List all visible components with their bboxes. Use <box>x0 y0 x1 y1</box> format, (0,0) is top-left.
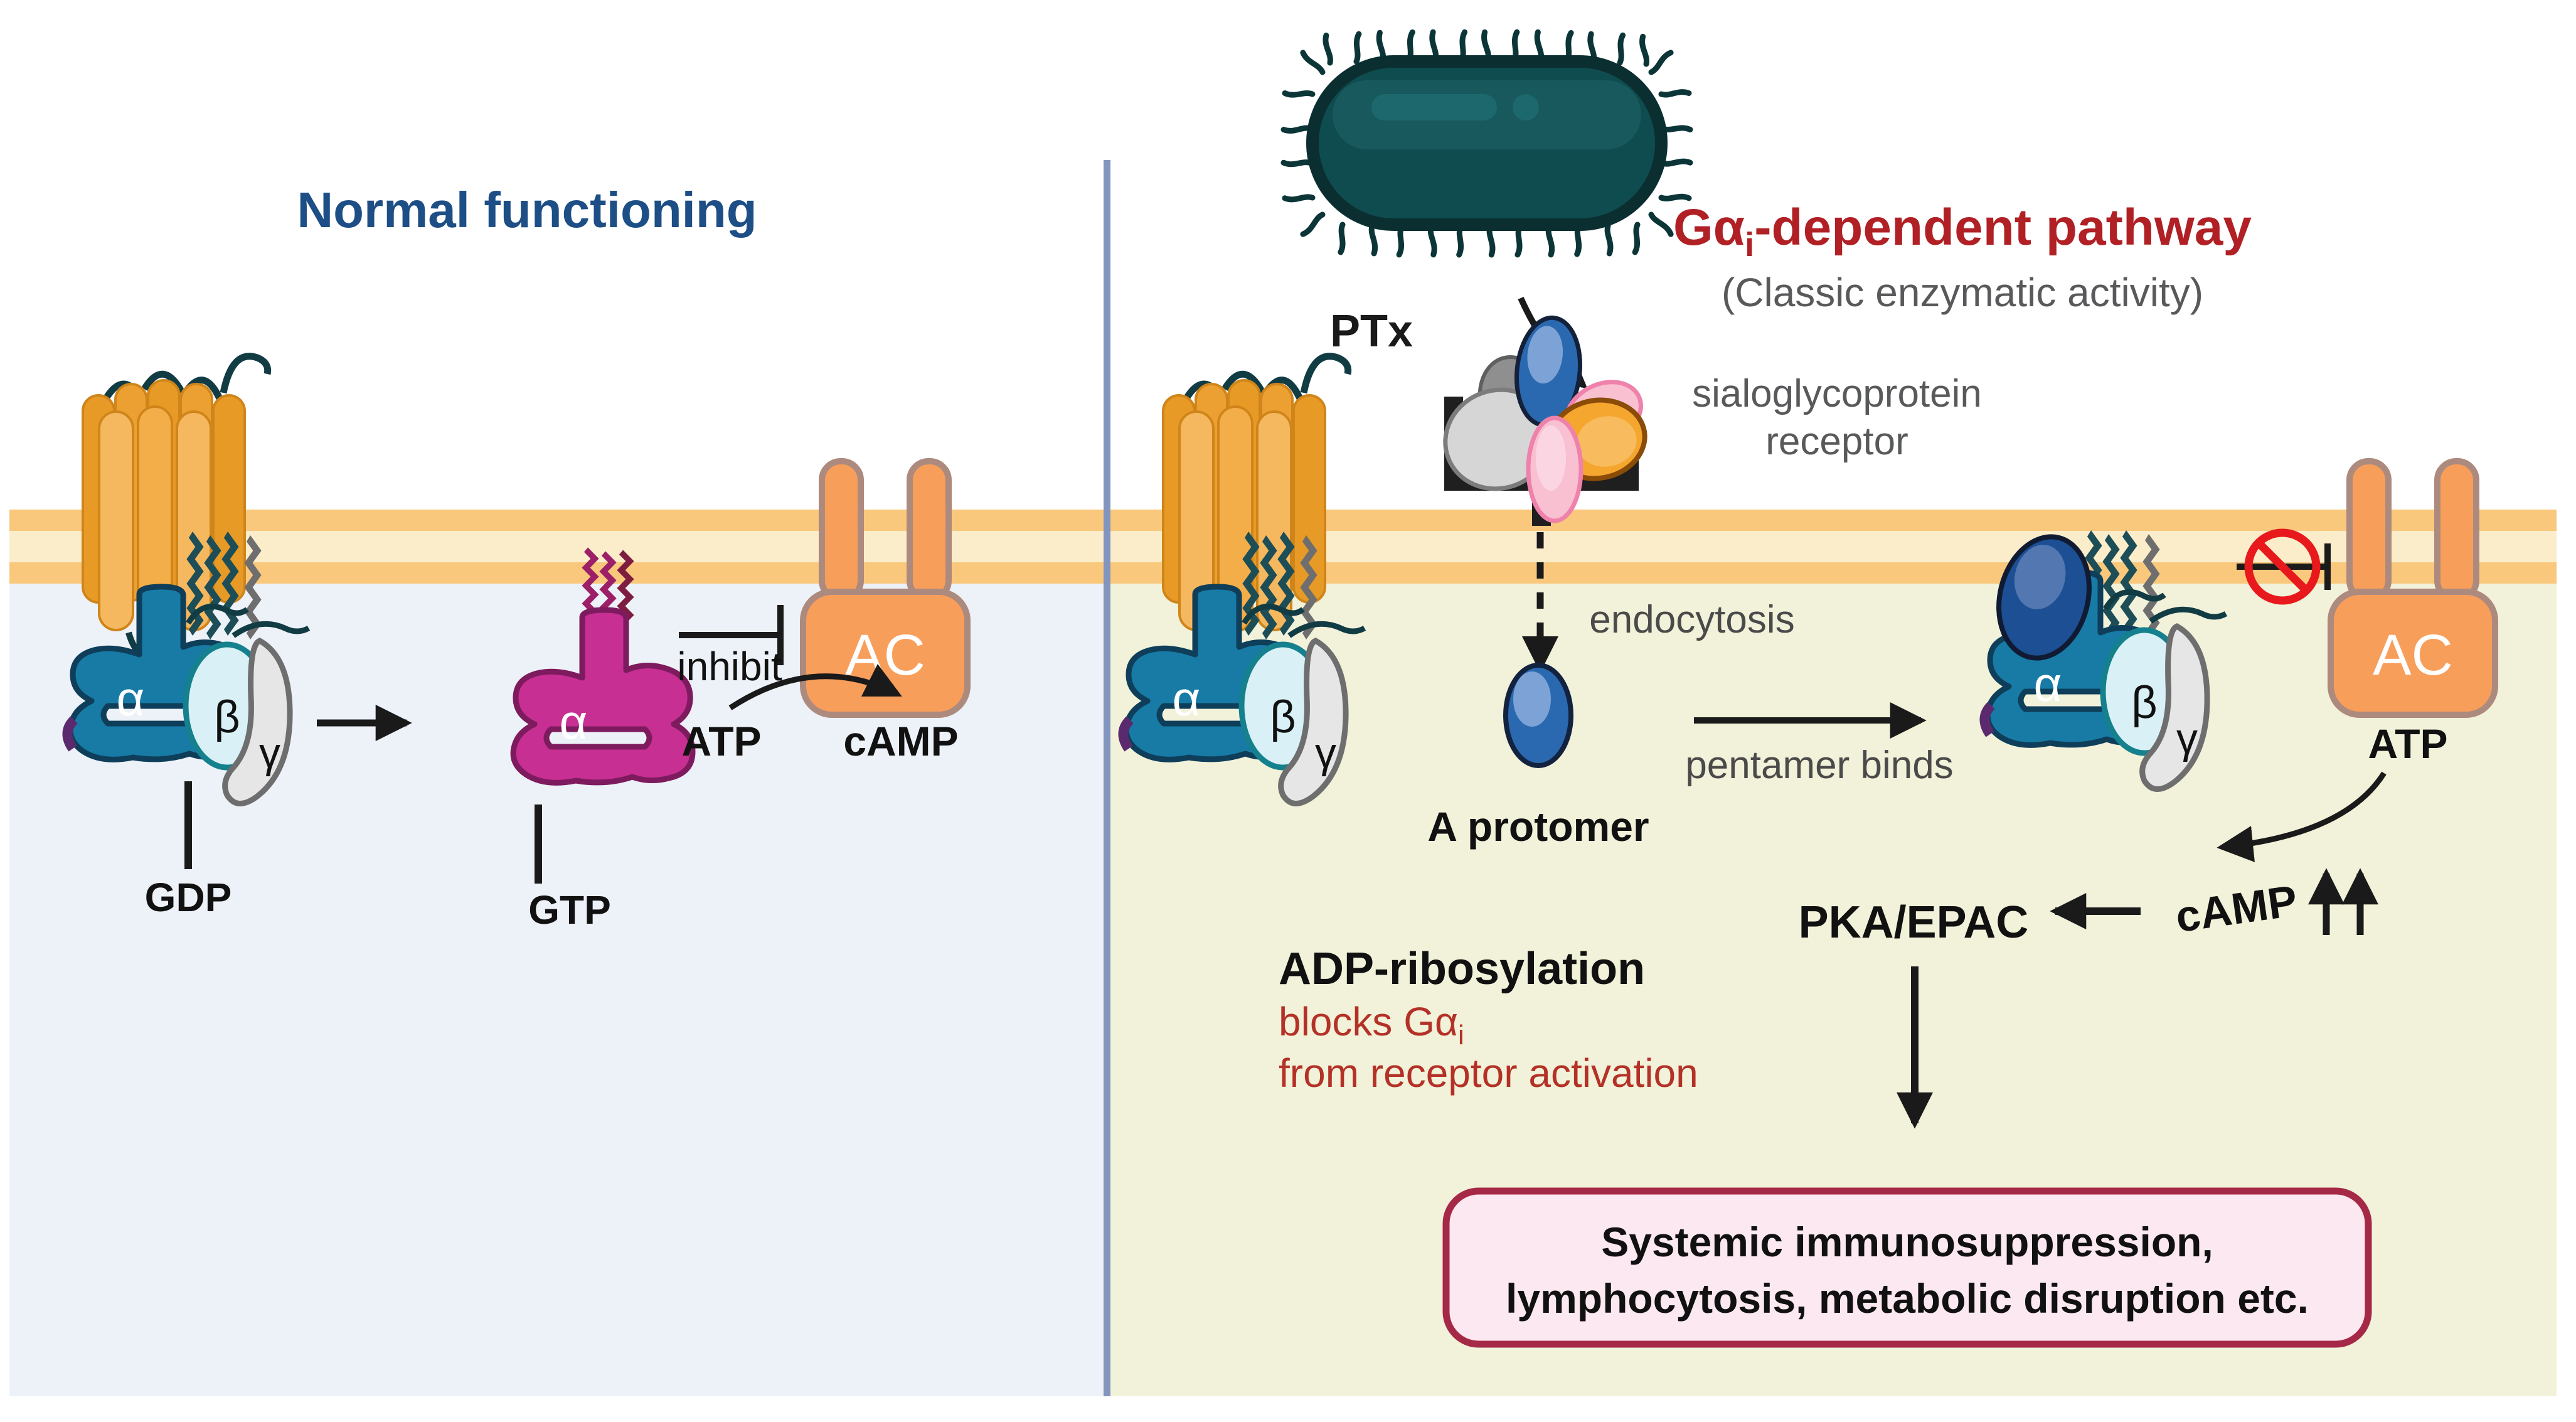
blocks-gai-subscript: i <box>1458 1020 1464 1050</box>
ptx-pentamer-icon <box>1443 315 1647 523</box>
atp-left-label: ATP <box>681 718 761 764</box>
pka-epac-label: PKA/EPAC <box>1799 897 2029 948</box>
a-protomer-label: A protomer <box>1427 803 1649 850</box>
right-title-prefix: Gα <box>1673 199 1745 256</box>
a-protomer-icon <box>1503 663 1573 768</box>
right-panel-title: Gαi-dependent pathway <box>1673 199 2252 264</box>
outcome-box-border <box>1442 1187 2372 1348</box>
g-gamma-right2-label: γ <box>2176 715 2198 762</box>
gpcr-right-icon <box>1163 356 1348 631</box>
bacterium <box>1284 32 1690 255</box>
camp-left-label: cAMP <box>843 718 958 764</box>
adp-ribosylation-label: ADP-ribosylation <box>1279 944 1645 994</box>
blocks-gai-label: blocks Gαi <box>1279 999 1464 1050</box>
blocks-gai-prefix: blocks Gα <box>1279 999 1458 1044</box>
ac-right-label: AC <box>2373 623 2453 687</box>
g-alpha-gtp-label: α <box>559 694 587 749</box>
inhibit-label: inhibit <box>677 644 782 689</box>
endocytosis-arrowhead <box>1522 636 1558 673</box>
receptor-label-line1: sialoglycoprotein <box>1692 372 1982 415</box>
ptx-label: PTx <box>1330 306 1413 356</box>
atp-to-camp-arrow-left <box>728 664 902 710</box>
panel-divider <box>1104 160 1110 1396</box>
atp-right-label: ATP <box>2368 720 2447 767</box>
left-panel-title: Normal functioning <box>297 182 757 238</box>
g-beta-left-label: β <box>214 692 240 742</box>
g-alpha-right2-label: α <box>2033 656 2062 712</box>
endocytosis-label: endocytosis <box>1589 598 1794 641</box>
no-entry-icon <box>2244 528 2321 605</box>
g-alpha-right1-label: α <box>1172 671 1200 726</box>
gdp-label: GDP <box>145 875 232 920</box>
bacterium-dot-highlight <box>1513 94 1539 120</box>
g-beta-right1-label: β <box>1270 692 1296 742</box>
receptor-label-line2: receptor <box>1765 420 1908 463</box>
g-gamma-left-label: γ <box>259 729 280 777</box>
gtp-label: GTP <box>528 887 611 933</box>
pentamer-binds-label: pentamer binds <box>1685 744 1953 787</box>
outcome-box <box>1446 1191 2368 1344</box>
right-title-suffix: -dependent pathway <box>1754 199 2252 256</box>
g-beta-right2-label: β <box>2131 678 2157 728</box>
outcome-line1: Systemic immunosuppression, <box>1601 1219 2213 1265</box>
adp-ribose-protomer-icon <box>1996 534 2092 661</box>
right-panel-subtitle: (Classic enzymatic activity) <box>1722 270 2203 315</box>
outcome-line2: lymphocytosis, metabolic disruption etc. <box>1506 1275 2309 1322</box>
g-gamma-right1-label: γ <box>1315 729 1336 777</box>
bacterium-pill-highlight <box>1371 94 1497 120</box>
right-title-subscript: i <box>1745 226 1754 264</box>
g-alpha-left-label: α <box>116 671 144 726</box>
atp-to-camp-arrow-right <box>2217 771 2387 862</box>
receptor-activation-label: from receptor activation <box>1279 1050 1698 1096</box>
